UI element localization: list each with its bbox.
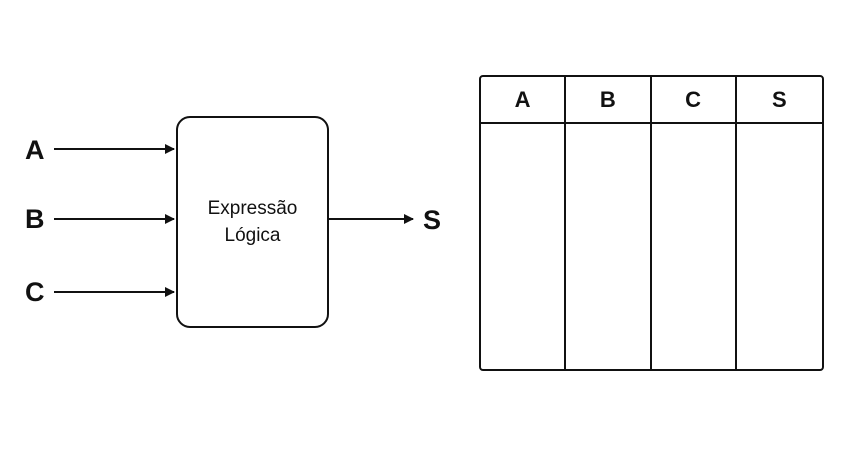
input-b-label: B [25, 204, 45, 234]
truth-table-column-s-body [737, 124, 822, 369]
input-a-label: A [25, 135, 45, 165]
logic-expression-block: Expressão Lógica [176, 116, 329, 328]
truth-table-header-b: B [566, 77, 652, 124]
truth-table-column-b-body [566, 124, 652, 369]
input-c-label: C [25, 277, 45, 307]
truth-table-header-a: A [481, 77, 567, 124]
truth-table-header-s: S [736, 77, 822, 124]
logic-expression-line-1: Expressão [207, 198, 298, 219]
logic-expression-line-2: Lógica [224, 225, 281, 246]
truth-table-header-c: C [651, 77, 737, 124]
truth-table-column-a-body [481, 124, 567, 369]
truth-table-column-c-body [652, 124, 737, 369]
output-s-label: S [423, 205, 442, 235]
truth-table: A B C S [479, 75, 824, 371]
